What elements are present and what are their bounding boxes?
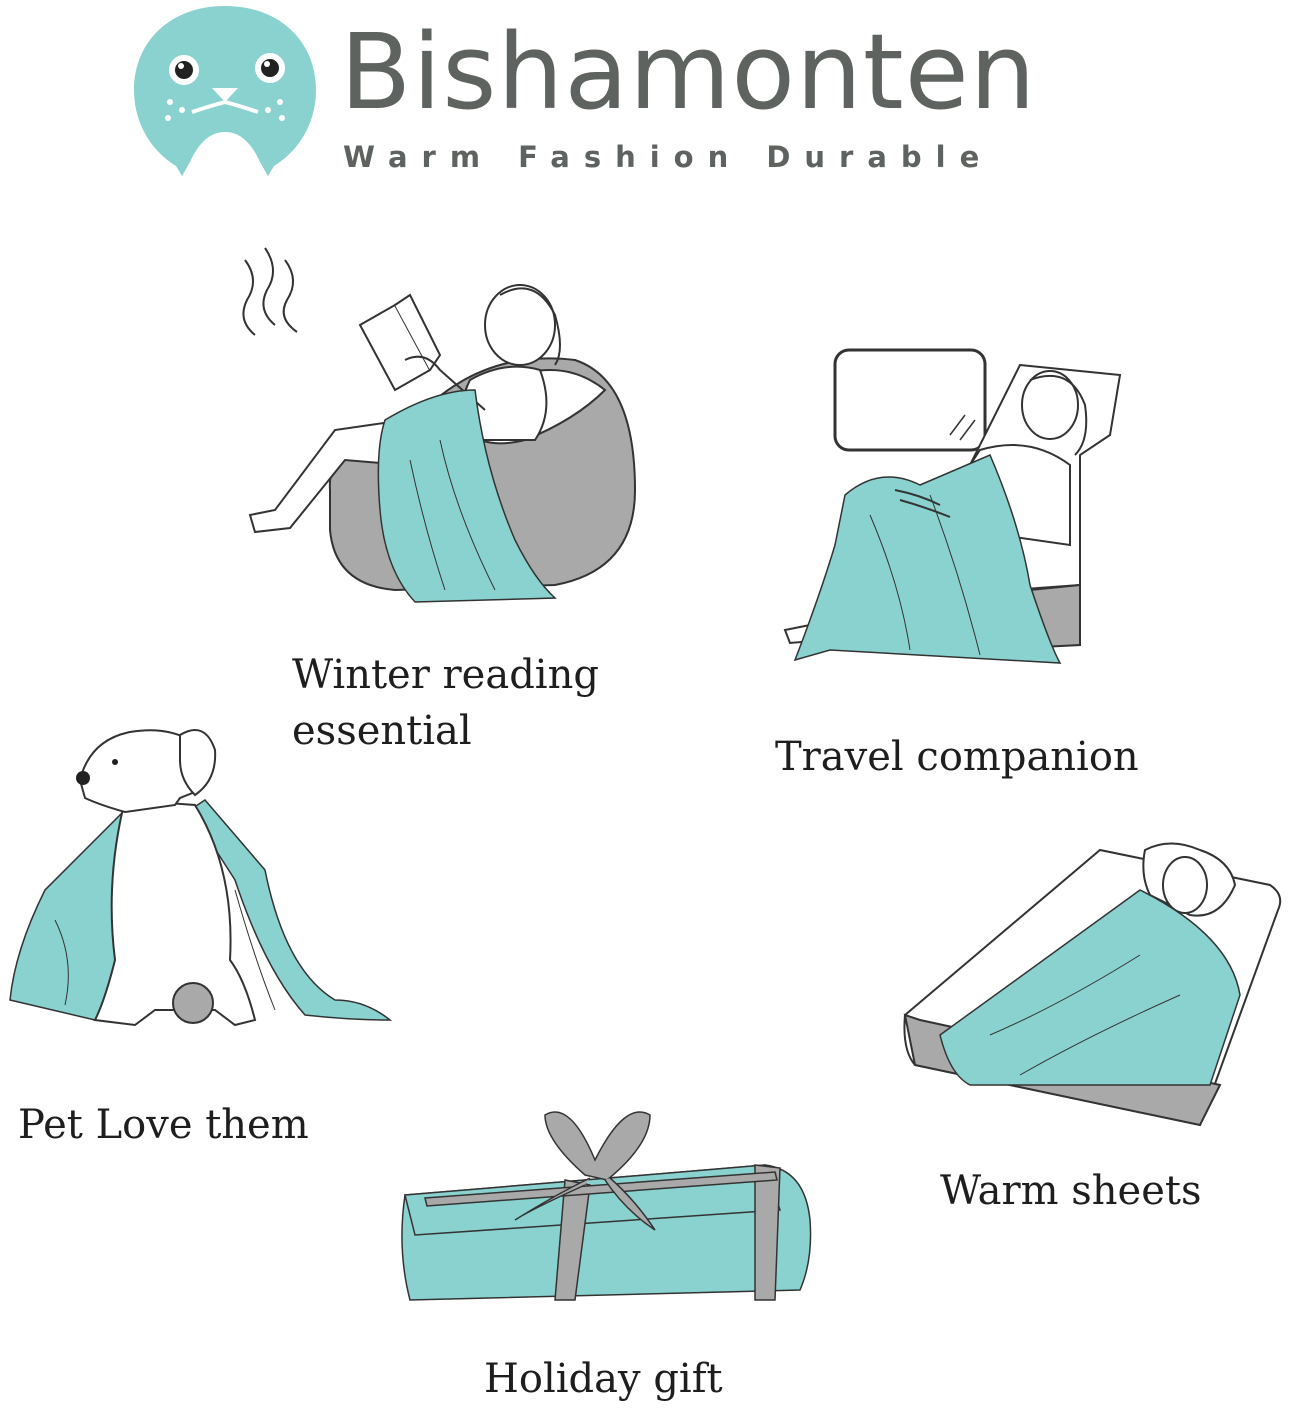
brand-tagline: Warm Fashion Durable [343, 140, 994, 174]
dog-with-blanket-icon [9, 729, 393, 1027]
caption-gift: Holiday gift [484, 1356, 723, 1402]
brand-name: Bishamonten [340, 11, 1037, 133]
seal-face-icon [134, 6, 316, 176]
caption-reading-line1: Winter reading [292, 652, 599, 698]
woman-reading-in-beanbag-icon [242, 247, 637, 603]
caption-pet: Pet Love them [18, 1102, 309, 1148]
caption-sheets: Warm sheets [940, 1168, 1202, 1214]
woman-sleeping-in-bed-icon [903, 842, 1282, 1127]
woman-sleeping-on-train-seat-icon [783, 348, 1122, 664]
gift-box-with-bow-icon [401, 1111, 812, 1301]
caption-travel: Travel companion [775, 734, 1139, 780]
caption-reading-line2: essential [292, 708, 472, 754]
